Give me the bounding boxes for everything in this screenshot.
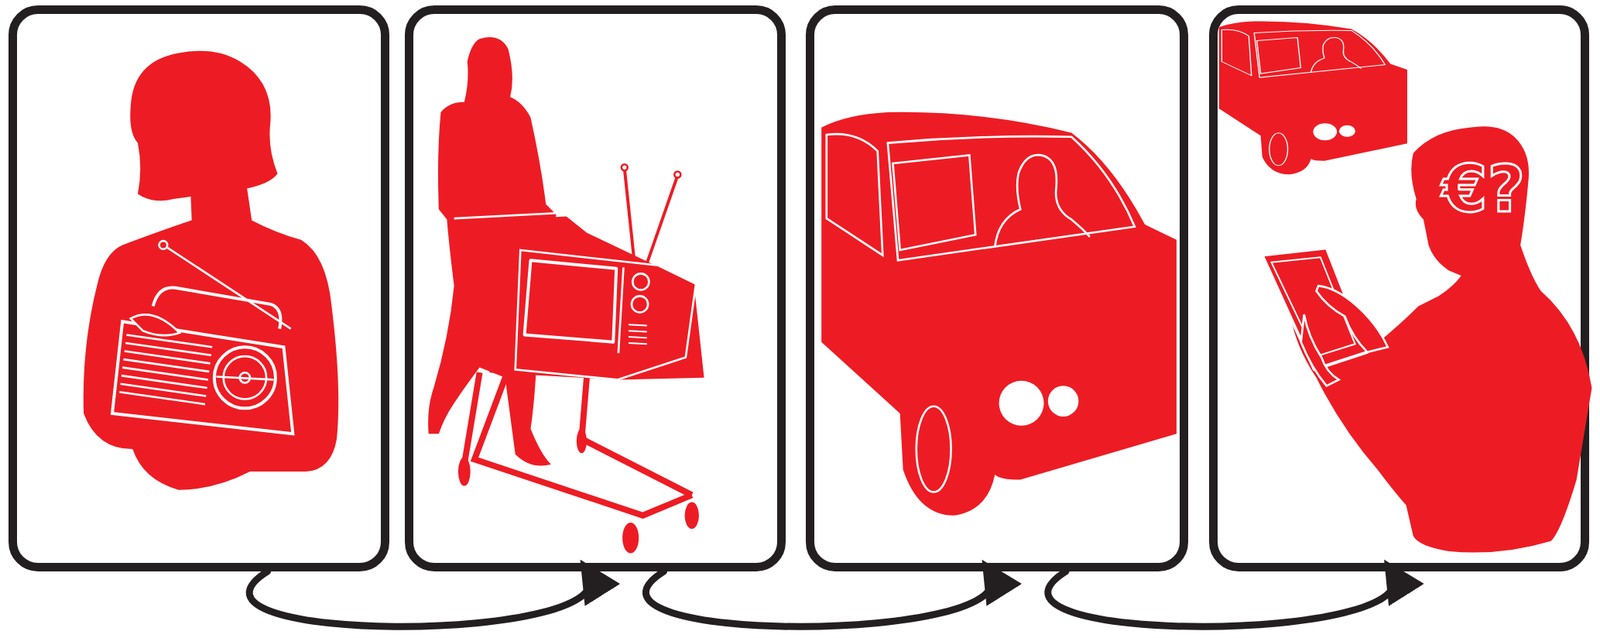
radio-dial-inner bbox=[223, 356, 267, 399]
tv-panel-line bbox=[618, 267, 624, 353]
woman-figure bbox=[428, 37, 556, 466]
woman-torso bbox=[83, 219, 339, 490]
radio-knob bbox=[239, 372, 251, 383]
tablet-screen bbox=[1271, 256, 1356, 357]
man-figure bbox=[1291, 126, 1593, 552]
tv-antenna bbox=[647, 175, 679, 264]
panel-frame bbox=[404, 5, 786, 572]
tv-knob bbox=[631, 295, 648, 312]
cart-wheels bbox=[458, 428, 699, 554]
curved-arrow bbox=[645, 571, 993, 627]
symbol-text: €? bbox=[1442, 156, 1525, 222]
curved-arrow bbox=[1048, 571, 1395, 627]
panel-frame bbox=[8, 5, 390, 572]
antenna-tip bbox=[621, 164, 628, 171]
man-hand bbox=[1301, 314, 1340, 386]
small-car bbox=[1219, 20, 1408, 175]
antenna-tip bbox=[159, 240, 168, 250]
woman-head bbox=[130, 51, 278, 202]
cart-basket bbox=[454, 216, 705, 381]
car-with-tv bbox=[821, 112, 1177, 516]
woman-with-cart bbox=[428, 37, 705, 554]
radio-grille bbox=[119, 334, 213, 405]
tv-speaker bbox=[628, 324, 648, 344]
woman-hand bbox=[130, 314, 180, 336]
panel-frame bbox=[805, 5, 1189, 572]
radio-body bbox=[112, 321, 293, 434]
tv-knob bbox=[632, 273, 649, 290]
cart-frame bbox=[464, 372, 693, 516]
tv-body bbox=[515, 250, 696, 380]
cart-handle bbox=[454, 212, 573, 219]
radio-dial bbox=[214, 346, 276, 408]
radio-antenna bbox=[163, 244, 292, 329]
man-hand bbox=[1316, 285, 1388, 353]
curved-arrow bbox=[249, 571, 591, 627]
tablet bbox=[1262, 247, 1368, 370]
woman-neck bbox=[189, 173, 252, 223]
radio-handle bbox=[153, 287, 281, 329]
woman-with-radio bbox=[83, 51, 339, 490]
tv-antenna bbox=[624, 168, 635, 266]
panel-frame: €? bbox=[1209, 5, 1590, 572]
tv-screen bbox=[524, 260, 617, 342]
radio-dial-line bbox=[215, 376, 274, 380]
antenna-tip bbox=[674, 171, 681, 179]
